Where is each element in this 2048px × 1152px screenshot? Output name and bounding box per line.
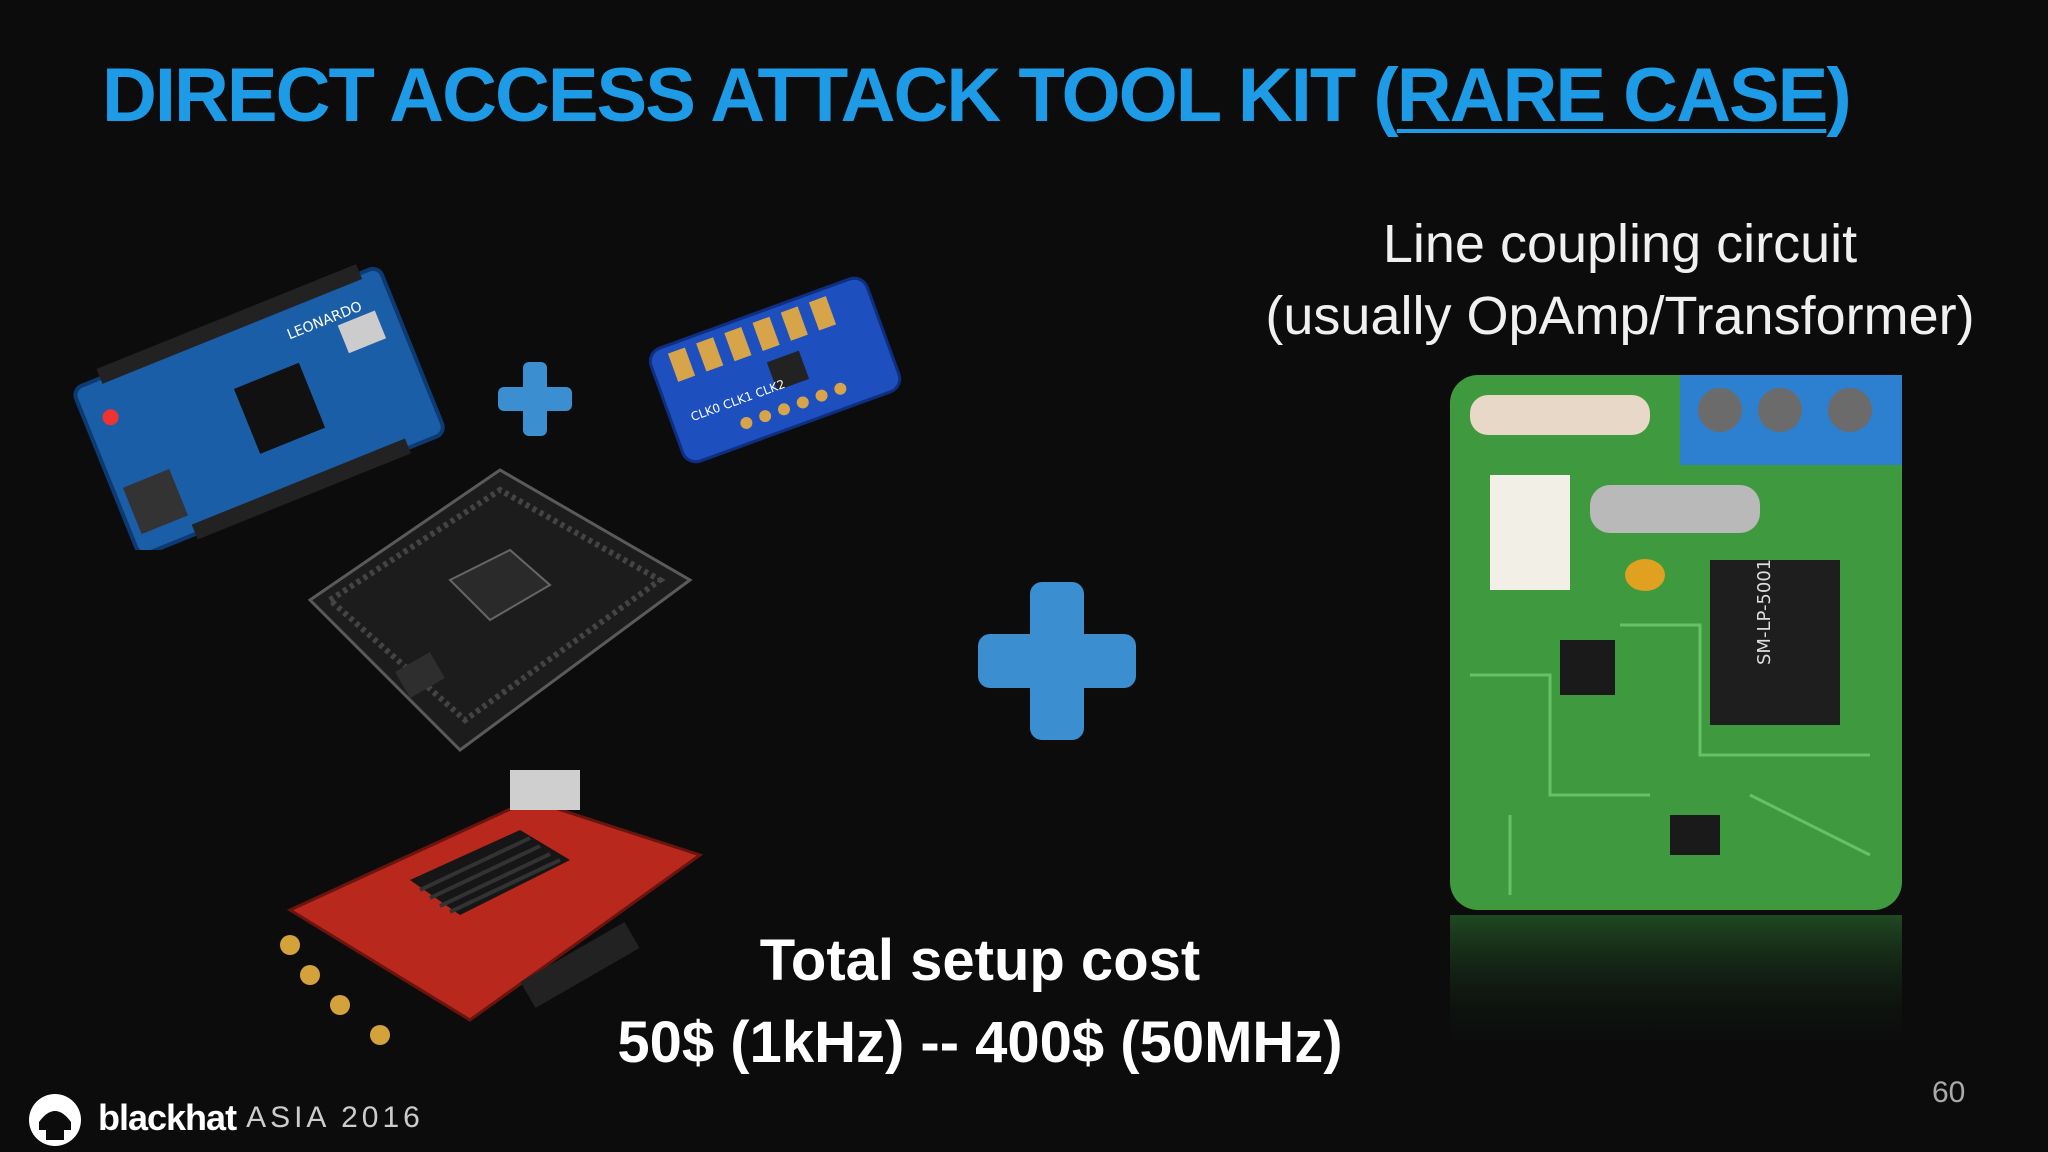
transformer-label: SM-LP-5001 [1754,559,1775,665]
blackhat-hat-icon [29,1094,81,1146]
cost-line2: 50$ (1kHz) -- 400$ (50MHz) [617,1010,1343,1075]
circuit-caption-line1: Line coupling circuit [1382,214,1858,274]
slide-title: DIRECT ACCESS ATTACK TOOL KIT (RARE CASE… [102,58,1852,134]
sdr-board-image [280,770,704,1045]
footer-logo: blackhat ASIA 2016 [22,1090,424,1146]
title-close: ) [1826,53,1851,138]
footer-event: ASIA 2016 [246,1101,424,1134]
title-main: DIRECT ACCESS ATTACK TOOL KIT ( [102,53,1399,138]
circuit-caption: Line coupling circuit (usually OpAmp/Tra… [1220,208,2020,352]
arduino-board-image: LEONARDO [73,264,445,550]
clock-generator-board-image: CLK0 CLK1 CLK2 [648,276,902,464]
total-cost: Total setup cost 50$ (1kHz) -- 400$ (50M… [560,920,1400,1084]
plus-icon-small [498,362,572,436]
title-underlined: RARE CASE [1396,53,1829,138]
fpga-board-image [307,468,693,752]
plus-icon-large [978,582,1136,740]
circuit-caption-line2: (usually OpAmp/Transformer) [1265,286,1975,346]
cost-line1: Total setup cost [759,928,1201,993]
line-coupling-circuit-image: SM-LP-5001 [1450,375,1902,1055]
page-number: 60 [1932,1076,1966,1109]
footer-brand: blackhat [98,1097,237,1138]
